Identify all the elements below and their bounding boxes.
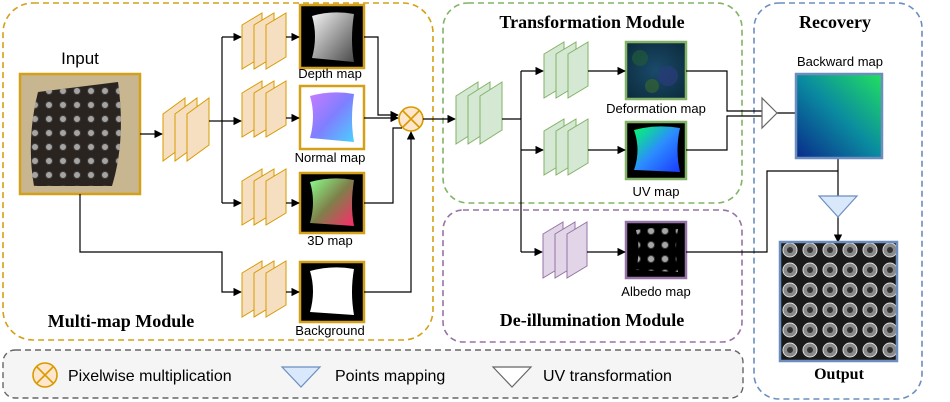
- depth-map-label: Depth map: [298, 66, 362, 81]
- arrow-background-to-multiply: [364, 131, 416, 293]
- 3d-decoder-block: [241, 168, 287, 226]
- legend-pixelwise-label: Pixelwise multiplication: [68, 368, 232, 385]
- input-image: [18, 72, 142, 196]
- encoder-block: [162, 97, 210, 162]
- legend-box: [2, 349, 744, 399]
- deillumination-module-title: De-illumination Module: [500, 310, 685, 330]
- deformation-map-image: [624, 40, 688, 101]
- points-mapping-node: [817, 195, 859, 218]
- line-uv-to-uvt: [686, 115, 762, 151]
- 3d-map-label: 3D map: [307, 233, 353, 248]
- 3d-map-image: [298, 171, 366, 235]
- transformation-module-box: [442, 2, 743, 204]
- albedo-map-label: Albedo map: [621, 284, 690, 299]
- depth-decoder-block: [241, 12, 287, 70]
- multimap-module-title: Multi-map Module: [48, 311, 195, 331]
- legend-points-mapping-icon: [280, 366, 322, 388]
- output-image: [778, 240, 899, 363]
- depth-map-image: [298, 3, 366, 70]
- albedo-map-image: [624, 220, 688, 280]
- uv-map-image: [624, 120, 688, 181]
- legend-multiply-icon: [32, 362, 58, 388]
- multimap-module-box: [2, 2, 434, 341]
- line-deformation-to-uvt: [686, 70, 762, 112]
- background-decoder-block: [241, 260, 287, 318]
- legend-uv-transformation-icon: [491, 366, 533, 388]
- shared-encoder-block: [455, 81, 503, 145]
- albedo-decoder-block: [542, 221, 588, 279]
- recovery-module-title: Recovery: [799, 12, 871, 32]
- pixelwise-multiplication-node: [398, 106, 424, 132]
- deillumination-module-box: [442, 209, 743, 343]
- backward-map-label: Backward map: [797, 54, 883, 69]
- input-label: Input: [61, 49, 99, 68]
- uv-map-label: UV map: [633, 184, 680, 199]
- legend-points-mapping-label: Points mapping: [335, 368, 445, 385]
- uv-decoder-block: [543, 118, 589, 176]
- background-image: [298, 260, 366, 324]
- arrow-3d-to-multiply: [364, 127, 402, 204]
- legend-uv-transformation-label: UV transformation: [543, 368, 672, 385]
- deformation-map-label: Deformation map: [606, 101, 706, 116]
- line-albedo-to-output: [686, 170, 838, 253]
- normal-decoder-block: [241, 80, 287, 138]
- normal-map-label: Normal map: [295, 150, 366, 165]
- backward-map-image: [794, 72, 884, 160]
- normal-map-image: [298, 84, 366, 151]
- background-label: Background: [295, 323, 364, 338]
- output-label: Output: [814, 366, 864, 383]
- deformation-decoder-block: [543, 41, 589, 99]
- arrow-input-to-background: [79, 194, 242, 297]
- arrow-depth-to-multiply: [364, 36, 399, 120]
- recovery-module-box: [753, 2, 923, 400]
- transformation-module-title: Transformation Module: [499, 12, 684, 32]
- uv-transformation-node: [761, 96, 778, 130]
